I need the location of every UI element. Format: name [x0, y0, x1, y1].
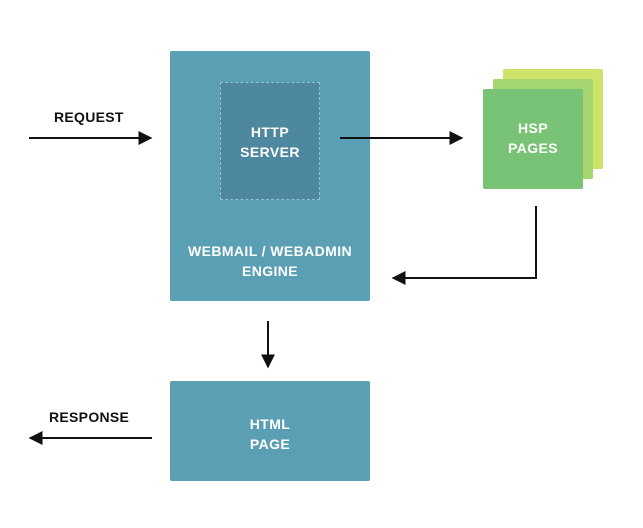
hsp-pages-label-line1: HSP — [518, 120, 548, 136]
response-label: RESPONSE — [49, 409, 130, 425]
html-page-label-line2: PAGE — [249, 436, 291, 452]
hsp-pages-label-line2: PAGES — [508, 140, 558, 156]
html-page-label-line1: HTML — [249, 416, 291, 432]
engine-label-line2: ENGINE — [241, 263, 299, 279]
engine-label-line1: WEBMAIL / WEBADMIN — [187, 243, 353, 259]
html-page-box: HTML PAGE — [170, 381, 370, 481]
http-server-label-line2: SERVER — [240, 144, 300, 160]
hsp-to-engine-arrow — [391, 206, 537, 285]
http-server-label-line1: HTTP — [250, 124, 290, 140]
request-label: REQUEST — [54, 109, 124, 125]
http-server-box: HTTP SERVER — [220, 82, 320, 200]
hsp-pages-box: HSP PAGES — [483, 89, 583, 189]
